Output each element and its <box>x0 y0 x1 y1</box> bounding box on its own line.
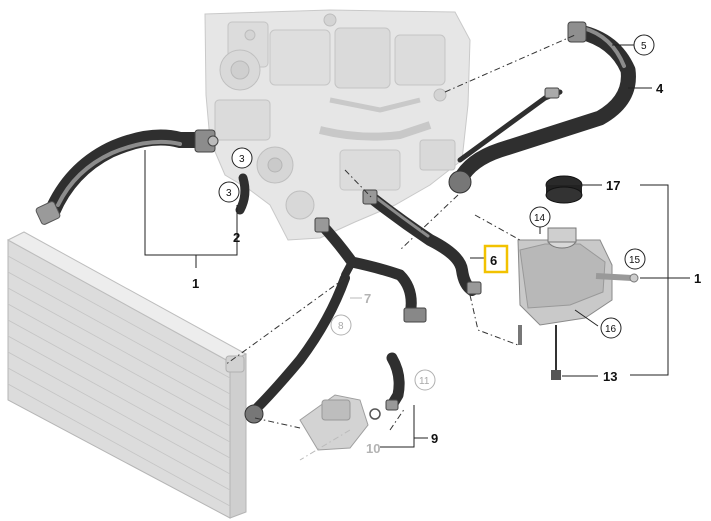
callout-2: 2 <box>233 230 240 245</box>
callout-16: 16 <box>605 324 617 335</box>
hose-9 <box>369 352 405 420</box>
callout-13: 13 <box>603 369 617 384</box>
hose-2 <box>235 173 250 215</box>
hose-7 <box>314 217 427 323</box>
hose-6 <box>362 189 482 296</box>
tank-cap <box>545 175 583 204</box>
callout-5: 5 <box>641 41 647 52</box>
callout-4: 4 <box>656 81 664 96</box>
highlight-box-6 <box>483 244 509 274</box>
hose-4 <box>448 21 636 194</box>
callout-3-lower: 3 <box>226 188 232 199</box>
expansion-tank <box>517 227 639 380</box>
hose-1 <box>35 129 219 225</box>
callout-7: 7 <box>364 291 371 306</box>
radiator <box>6 231 248 519</box>
callout-15: 15 <box>629 255 641 266</box>
callout-6: 6 <box>490 253 497 268</box>
callout-11: 11 <box>419 376 430 387</box>
circled-callouts <box>218 34 655 391</box>
callout-8: 8 <box>338 321 344 332</box>
callout-9: 9 <box>431 431 438 446</box>
callout-17: 17 <box>606 178 620 193</box>
callout-10: 10 <box>366 441 380 456</box>
callout-1: 1 <box>192 276 199 291</box>
engine-block <box>204 9 471 241</box>
coolant-pump <box>299 394 369 451</box>
callout-14: 14 <box>534 213 546 224</box>
connection-lines <box>224 34 576 461</box>
leader-lines <box>144 44 690 448</box>
callout-3-upper: 3 <box>239 154 245 165</box>
callout-1-right: 1 <box>694 271 701 286</box>
